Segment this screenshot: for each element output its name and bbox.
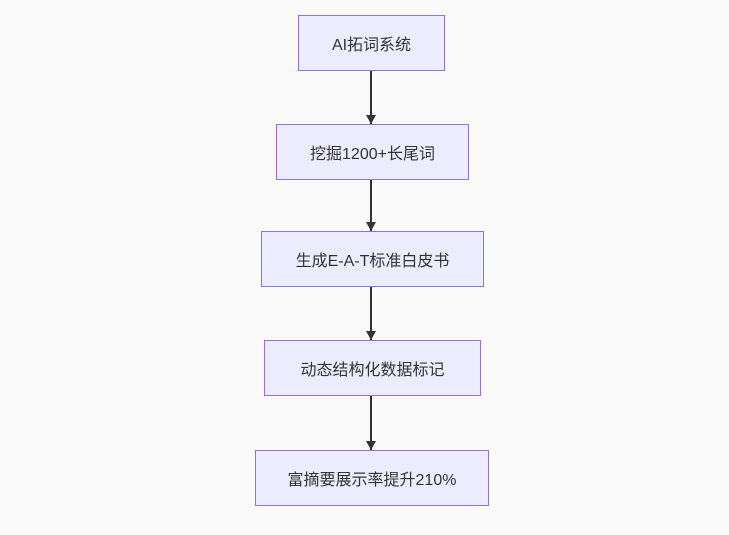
flow-node-label: 挖掘1200+长尾词 [310, 146, 435, 163]
flow-node-rich-snippet-result: 富摘要展示率提升210% [255, 450, 489, 506]
flow-node-structured-data-markup: 动态结构化数据标记 [264, 340, 481, 396]
arrow-edge-4 [366, 396, 376, 450]
flow-node-ai-word-expansion: AI拓词系统 [298, 15, 445, 71]
flow-node-label: 动态结构化数据标记 [300, 362, 445, 379]
flow-node-label: 富摘要展示率提升210% [287, 472, 457, 489]
arrow-edge-1 [366, 71, 376, 124]
flow-node-eat-whitepaper: 生成E-A-T标准白皮书 [261, 231, 484, 287]
flow-node-longtail-keywords: 挖掘1200+长尾词 [276, 124, 469, 180]
flow-node-label: AI拓词系统 [331, 37, 412, 54]
arrow-edge-3 [366, 287, 376, 340]
arrow-edge-2 [366, 180, 376, 231]
flow-node-label: 生成E-A-T标准白皮书 [295, 253, 450, 270]
